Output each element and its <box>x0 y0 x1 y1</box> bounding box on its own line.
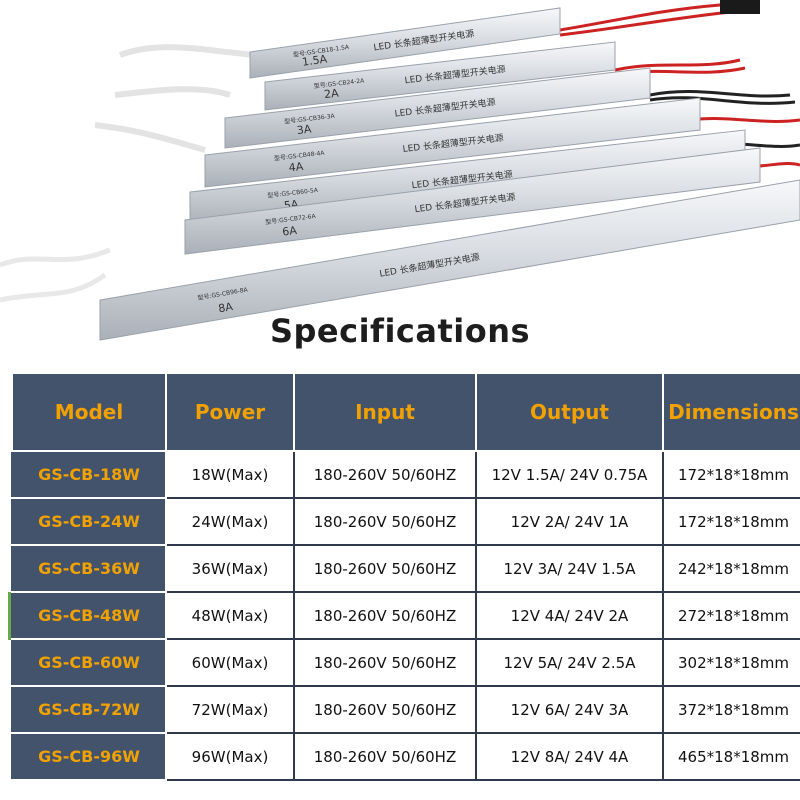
cell-input: 180-260V 50/60HZ <box>293 732 477 781</box>
power-supply-strip <box>99 179 800 341</box>
strip-current-label: 1.5A <box>301 52 328 68</box>
cell-model: GS-CB-36W <box>11 544 167 593</box>
cell-dimensions: 272*18*18mm <box>662 591 800 640</box>
cell-power: 24W(Max) <box>165 497 295 546</box>
cell-output: 12V 1.5A/ 24V 0.75A <box>475 450 664 499</box>
power-supply-strip <box>249 7 561 79</box>
power-supply-strip <box>184 147 761 255</box>
cell-power: 60W(Max) <box>165 638 295 687</box>
cell-input: 180-260V 50/60HZ <box>293 638 477 687</box>
power-supply-strip <box>224 67 651 149</box>
power-supply-strip <box>264 41 616 111</box>
cell-dimensions: 302*18*18mm <box>662 638 800 687</box>
cell-power: 36W(Max) <box>165 544 295 593</box>
strip-current-label: 2A <box>323 87 339 102</box>
cell-dimensions: 465*18*18mm <box>662 732 800 781</box>
cell-model: GS-CB-72W <box>11 685 167 734</box>
cell-output: 12V 4A/ 24V 2A <box>475 591 664 640</box>
cell-model: GS-CB-48W <box>11 591 167 640</box>
cell-input: 180-260V 50/60HZ <box>293 450 477 499</box>
page-title: Specifications <box>269 312 531 350</box>
cell-input: 180-260V 50/60HZ <box>293 497 477 546</box>
cell-output: 12V 5A/ 24V 2.5A <box>475 638 664 687</box>
col-header-input: Input <box>293 372 477 452</box>
cell-power: 96W(Max) <box>165 732 295 781</box>
cell-power: 18W(Max) <box>165 450 295 499</box>
strip-current-label: 4A <box>288 160 304 175</box>
col-header-output: Output <box>475 372 664 452</box>
col-header-dimensions: Dimensions <box>662 372 800 452</box>
cell-dimensions: 372*18*18mm <box>662 685 800 734</box>
row-marker <box>8 592 11 640</box>
cell-dimensions: 242*18*18mm <box>662 544 800 593</box>
col-header-model: Model <box>11 372 167 452</box>
cell-power: 48W(Max) <box>165 591 295 640</box>
power-supply-strip <box>204 97 701 188</box>
strip-current-label: 3A <box>296 122 312 137</box>
cell-dimensions: 172*18*18mm <box>662 450 800 499</box>
cell-input: 180-260V 50/60HZ <box>293 544 477 593</box>
cell-input: 180-260V 50/60HZ <box>293 685 477 734</box>
cell-power: 72W(Max) <box>165 685 295 734</box>
cell-model: GS-CB-60W <box>11 638 167 687</box>
cell-model: GS-CB-18W <box>11 450 167 499</box>
cell-output: 12V 2A/ 24V 1A <box>475 497 664 546</box>
strip-current-label: 6A <box>282 224 298 239</box>
cell-input: 180-260V 50/60HZ <box>293 591 477 640</box>
spec-table: Model Power Input Output Dimensions GS-C… <box>11 372 800 781</box>
cell-output: 12V 8A/ 24V 4A <box>475 732 664 781</box>
cell-dimensions: 172*18*18mm <box>662 497 800 546</box>
cell-output: 12V 6A/ 24V 3A <box>475 685 664 734</box>
cell-model: GS-CB-96W <box>11 732 167 781</box>
cell-output: 12V 3A/ 24V 1.5A <box>475 544 664 593</box>
table-header-row: Model Power Input Output Dimensions <box>11 372 800 452</box>
col-header-power: Power <box>165 372 295 452</box>
strip-current-label: 8A <box>217 300 234 315</box>
cell-model: GS-CB-24W <box>11 497 167 546</box>
